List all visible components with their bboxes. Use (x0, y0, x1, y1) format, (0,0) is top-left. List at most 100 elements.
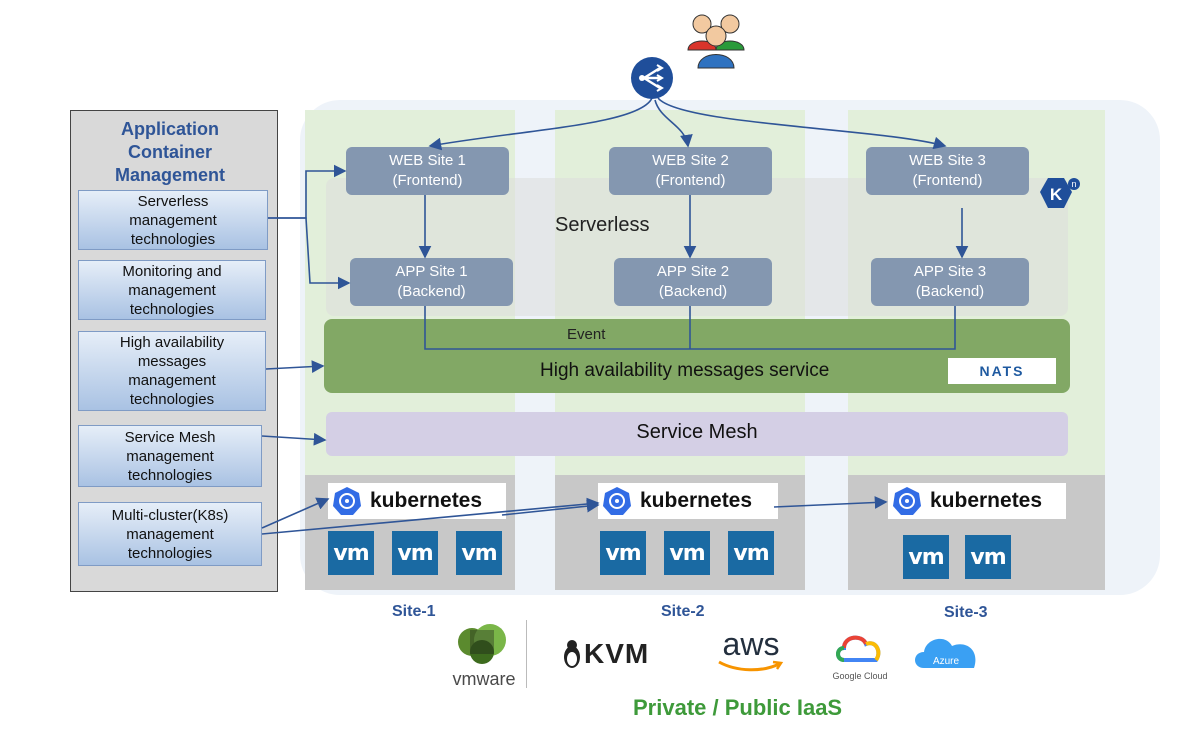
tech-line: management (128, 281, 216, 299)
tech-line: technologies (130, 230, 216, 248)
tech-line: technologies (127, 544, 213, 562)
knative-badge-text: K (1050, 185, 1063, 204)
app-site-3-role: (Backend) (915, 283, 985, 300)
kvm-logo: KVM (562, 634, 662, 674)
panel-title-line-3: Management (114, 165, 226, 185)
site-1-label: Site-1 (392, 603, 436, 620)
app-site-3-title: APP Site 3 (913, 263, 987, 280)
app-site-1-title: APP Site 1 (395, 263, 468, 280)
kubernetes-icon (893, 487, 921, 515)
azure-label: Azure (933, 656, 960, 667)
web-site-1-title: WEB Site 1 (389, 152, 466, 169)
site2-to-site3-arrow (773, 496, 888, 509)
kubernetes-label: kubernetes (640, 489, 753, 512)
tech-line: technologies (127, 466, 213, 484)
ha-to-messages-arrow (265, 360, 325, 373)
load-balancer-icon (630, 56, 674, 100)
vm-icon: vm (903, 535, 949, 579)
web-site-1-node: WEB Site 1 (Frontend) (346, 147, 509, 195)
tech-line: management (129, 211, 217, 229)
web-site-3-node: WEB Site 3 (Frontend) (866, 147, 1029, 195)
vmware-label: vmware (452, 669, 516, 689)
service-mesh-bar: Service Mesh (326, 412, 1068, 456)
nats-label: NATS (979, 363, 1025, 379)
panel-title-line-2: Container (127, 142, 212, 162)
monitoring-tech-box: Monitoring and management technologies (78, 260, 266, 320)
site-3-label: Site-3 (944, 604, 988, 621)
web-site-3-title: WEB Site 3 (909, 152, 986, 169)
vm-icon: vm (728, 531, 774, 575)
vm-icon: vm (600, 531, 646, 575)
serverless-label: Serverless (555, 214, 650, 236)
web-site-1-role: (Frontend) (392, 172, 463, 189)
tech-line: High availability (119, 334, 225, 351)
kubernetes-icon (603, 487, 631, 515)
tech-line: Service Mesh (124, 428, 216, 446)
vm-icon: vm (392, 531, 438, 575)
messages-service-label: High availability messages service (540, 360, 830, 381)
web-site-2-role: (Frontend) (655, 172, 726, 189)
tech-line: technologies (129, 300, 215, 318)
aws-logo: aws (713, 628, 789, 678)
multi-cluster-tech-box: Multi-cluster(K8s) management technologi… (78, 502, 262, 566)
kubernetes-site-2: kubernetes (598, 483, 778, 519)
messages-service-bar (324, 319, 1070, 393)
azure-logo: Azure (910, 630, 984, 672)
tech-line: Monitoring and (122, 262, 222, 280)
nats-logo: NATS (948, 358, 1056, 384)
tech-line: Serverless (137, 192, 209, 210)
site1-to-site2-arrow (501, 499, 600, 516)
tech-line: Multi-cluster(K8s) (111, 506, 229, 524)
site-2-label: Site-2 (661, 603, 705, 620)
kubernetes-label: kubernetes (930, 489, 1043, 512)
app-site-1-node: APP Site 1 (Backend) (350, 258, 513, 306)
app-site-2-node: APP Site 2 (Backend) (614, 258, 772, 306)
knative-icon: K n (1036, 176, 1082, 212)
tech-line: messages (137, 353, 207, 370)
app-site-3-node: APP Site 3 (Backend) (871, 258, 1029, 306)
kvm-label: KVM (584, 638, 650, 669)
service-mesh-tech-box: Service Mesh management technologies (78, 425, 262, 487)
serverless-to-web-arrow (268, 164, 347, 219)
vm-icon: vm (965, 535, 1011, 579)
tech-line: management (126, 447, 214, 465)
google-cloud-logo: Google Cloud (832, 630, 888, 686)
panel-title-line-1: Application (121, 119, 219, 139)
serverless-tech-box: Serverless management technologies (78, 190, 268, 250)
kvm-penguin-icon (564, 640, 580, 668)
vm-icon: vm (664, 531, 710, 575)
kubernetes-label: kubernetes (370, 489, 483, 512)
ha-messages-tech-box: High availability messages management te… (78, 331, 266, 411)
k8s-to-site2-arrow (261, 497, 600, 535)
web-site-3-role: (Frontend) (912, 172, 983, 189)
k8s-to-site1-arrow (261, 497, 330, 529)
tech-line: management (128, 372, 216, 389)
aws-label: aws (722, 626, 780, 662)
app-site-2-role: (Backend) (658, 283, 728, 300)
vm-icon: vm (456, 531, 502, 575)
svg-text:n: n (1071, 179, 1076, 189)
lb-to-web3-arrow (657, 97, 947, 150)
kubernetes-site-1: kubernetes (328, 483, 506, 519)
event-label: Event (567, 326, 606, 343)
vm-icon: vm (328, 531, 374, 575)
app-site-1-role: (Backend) (397, 283, 466, 300)
kubernetes-site-3: kubernetes (888, 483, 1066, 519)
app-site-2-title: APP Site 2 (656, 263, 730, 280)
serverless-to-app-arrow (268, 217, 351, 290)
users-icon (686, 10, 746, 72)
web-site-2-title: WEB Site 2 (652, 152, 729, 169)
lb-to-web1-arrow (428, 97, 653, 151)
kubernetes-icon (333, 487, 361, 515)
lb-to-web2-arrow (654, 99, 693, 148)
tech-line: technologies (129, 391, 215, 408)
tech-line: management (126, 525, 214, 543)
web-site-2-node: WEB Site 2 (Frontend) (609, 147, 772, 195)
service-mesh-label: Service Mesh (636, 421, 758, 443)
vmware-logo: vmware (442, 620, 527, 689)
panel-title: Application Container Management (70, 118, 270, 187)
iaas-label: Private / Public IaaS (633, 695, 843, 720)
google-cloud-label: Google Cloud (832, 671, 888, 681)
mesh-tech-to-mesh-arrow (261, 432, 327, 446)
